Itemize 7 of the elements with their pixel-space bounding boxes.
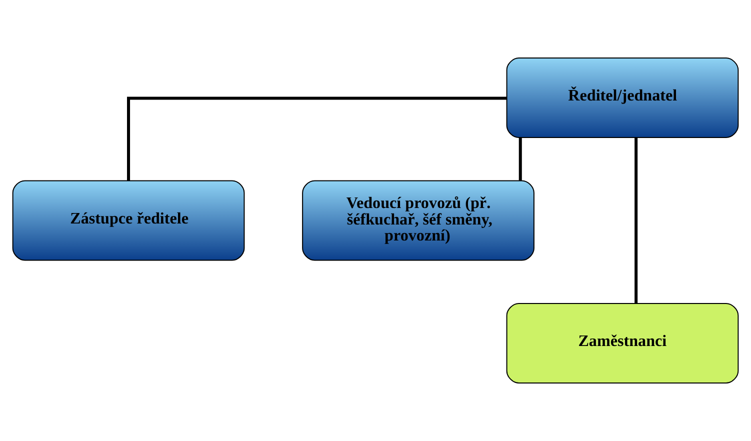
- node-box: Zaměstnanci: [506, 303, 739, 384]
- connector: [127, 96, 507, 180]
- connector: [518, 138, 522, 180]
- node-box: Zástupce ředitele: [12, 180, 245, 261]
- connector: [634, 138, 638, 304]
- node-box: Vedoucí provozů (př. šéfkuchař, šéf směny, provozní): [302, 180, 534, 261]
- node-box: Ředitel/jednatel: [506, 58, 739, 138]
